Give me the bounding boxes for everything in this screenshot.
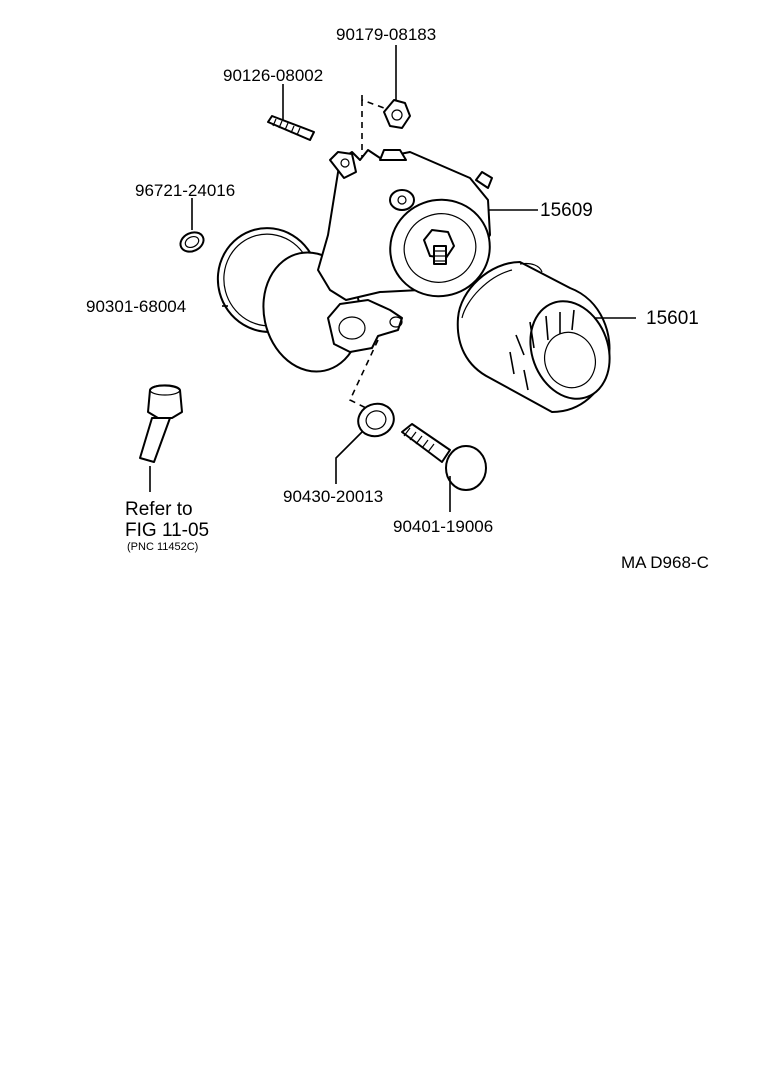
label-96721-24016: 96721-24016 [135, 181, 235, 200]
washer-90430[interactable] [335, 399, 398, 484]
stud-90126[interactable] [267, 84, 315, 141]
label-90430-20013: 90430-20013 [283, 487, 383, 506]
reference-line1: Refer to [125, 499, 193, 520]
reference-bolt[interactable] [139, 384, 183, 492]
label-90301-68004: 90301-68004 [86, 297, 186, 316]
reference-pnc: (PNC 11452C) [127, 541, 198, 553]
label-15601: 15601 [646, 308, 699, 329]
diagram-code: MA D968-C [621, 553, 709, 572]
label-90179-08183: 90179-08183 [336, 25, 436, 44]
nut-90179[interactable] [361, 45, 411, 165]
reference-line2: FIG 11-05 [125, 520, 209, 541]
label-90126-08002: 90126-08002 [223, 66, 323, 85]
filter-bracket-housing[interactable] [253, 149, 504, 411]
union-bolt-90401[interactable] [401, 423, 487, 512]
label-15609: 15609 [540, 200, 593, 221]
label-90401-19006: 90401-19006 [393, 517, 493, 536]
oil-filter-15601[interactable] [456, 261, 636, 413]
oring-96721[interactable] [177, 198, 206, 255]
